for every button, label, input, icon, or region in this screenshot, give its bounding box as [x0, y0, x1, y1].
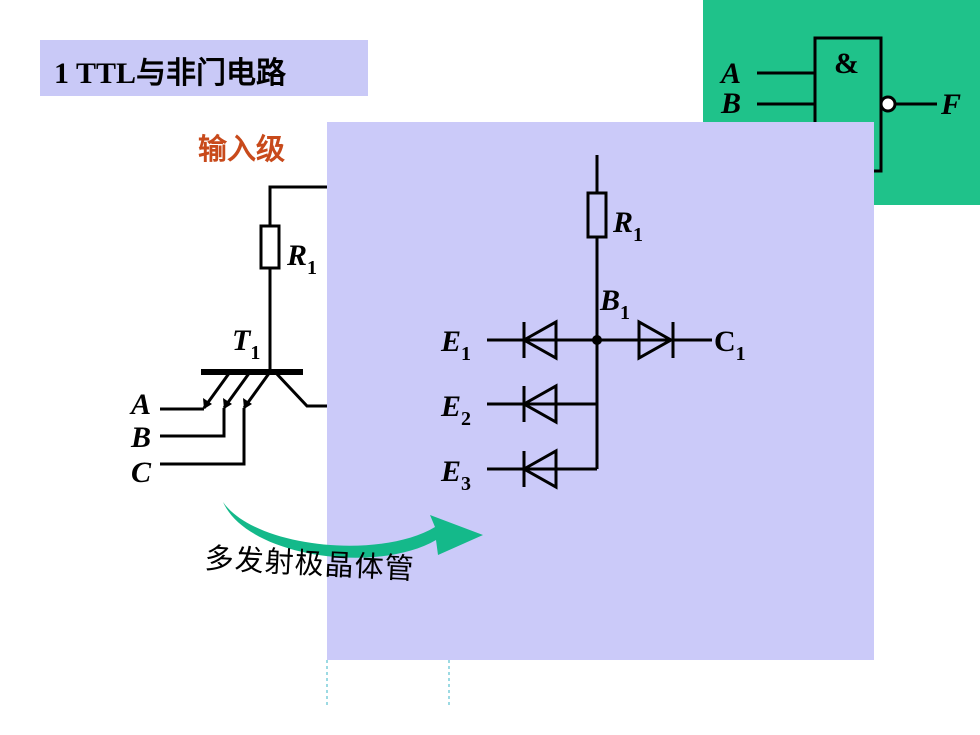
diode-equivalent-circuit [487, 155, 712, 490]
gate-input-b: B [720, 87, 741, 120]
c1-diode-triangle [637, 319, 675, 361]
input-stage-label: 输入级 [198, 134, 286, 166]
e1-diode-triangle [520, 319, 558, 361]
curved-arrow-icon [223, 502, 483, 558]
input-a-label: A [129, 388, 151, 421]
e3-diode-triangle [520, 448, 558, 490]
emitter-e3-label: E3 [440, 455, 471, 495]
resistor-r1-label: R1 [286, 239, 317, 279]
transistor-t1-label: T1 [232, 324, 260, 364]
page-title: 1 TTL与非门电路 [54, 57, 286, 90]
emitter-e1-label: E1 [440, 325, 471, 365]
gate-output-f: F [940, 88, 961, 121]
gate-operator: & [834, 47, 859, 80]
collector-c1-label: C1 [714, 325, 746, 365]
input-b-label: B [130, 421, 151, 454]
input-c-label: C [131, 456, 152, 489]
e2-diode-triangle [520, 383, 558, 425]
base-node-b1-label: B1 [599, 284, 630, 324]
emitter-e2-label: E2 [440, 390, 471, 430]
base-junction-dot [592, 335, 602, 345]
top-wire [268, 185, 330, 226]
gate-input-a: A [719, 57, 741, 90]
input-b-wire [160, 408, 226, 438]
emitter-arrowheads [203, 398, 252, 409]
input-c-wire [160, 408, 246, 466]
title-box: 1 TTL与非门电路 [40, 40, 368, 96]
eq-resistor-r1 [586, 191, 608, 239]
equivalent-circuit-panel [327, 122, 874, 660]
eq-resistor-r1-label: R1 [612, 206, 643, 246]
collector-lead [273, 370, 330, 408]
